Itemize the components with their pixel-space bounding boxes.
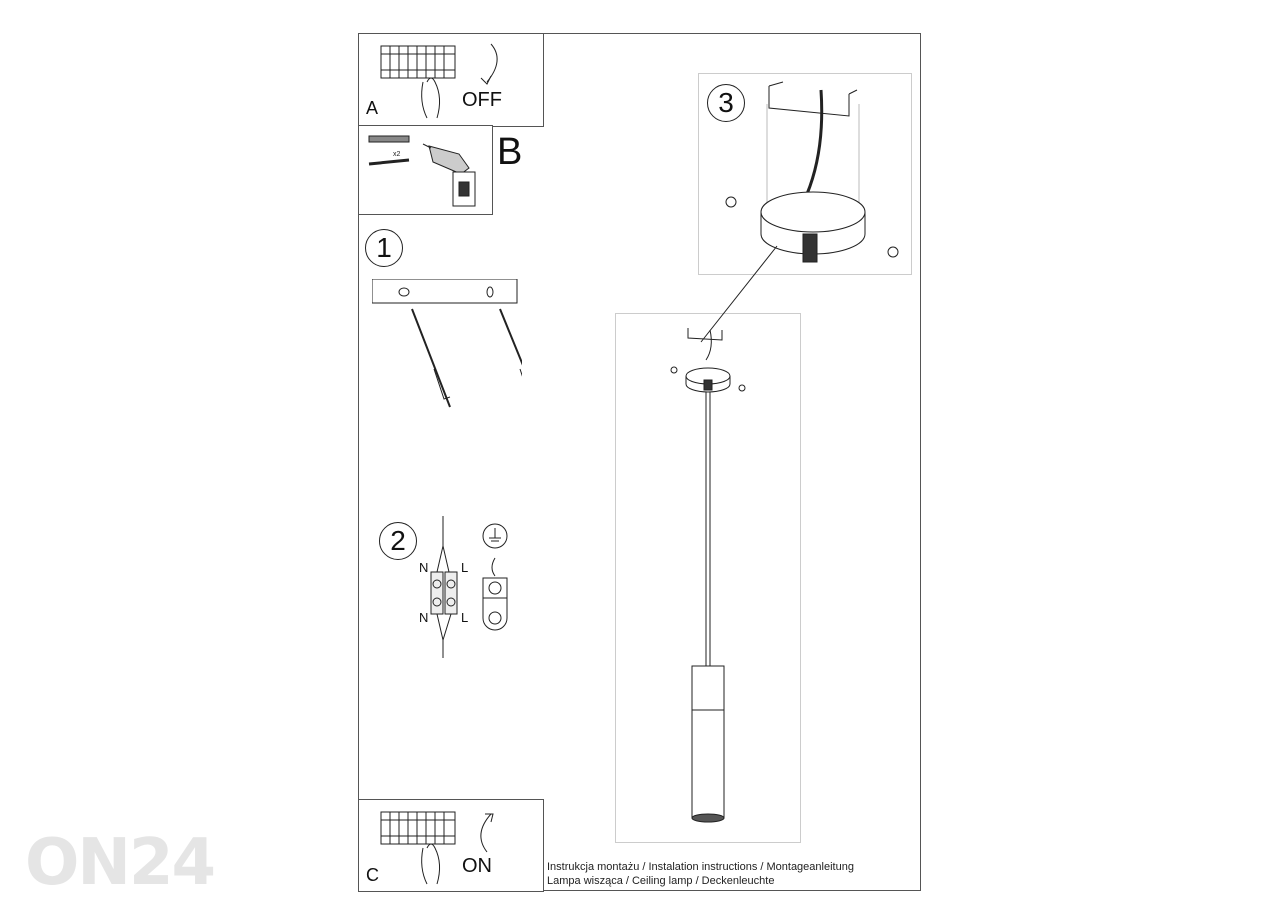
step-3-detail-panel: 3 [698,73,912,275]
panel-c-power-on: C ON [358,799,544,892]
wire-l-bottom-label: L [461,610,469,625]
panel-b-tools: x2 B [358,125,522,215]
pendant-lamp-drawing [670,328,746,823]
step-1-drilling-figure [372,279,522,414]
terminal-block-drawing [430,516,508,658]
breaker-off-icon [380,43,498,119]
detail-leader-line [700,245,778,343]
instruction-sheet: A OFF x2 B 1 [358,33,921,892]
panel-a-power-off: A OFF [358,33,544,127]
lamp-overview-panel [615,313,801,843]
step-3-marker: 3 [707,84,745,122]
wire-l-top-label: L [461,560,469,575]
panel-c-letter: C [366,865,379,885]
step-1-marker: 1 [365,229,403,267]
on-label: ON [462,855,492,877]
wall-plugs-drawing [372,279,522,408]
drill-and-dowels-icon: x2 [368,135,476,207]
step-2-wiring-figure: N L N L [417,516,517,658]
caption-product: Lampa wisząca / Ceiling lamp / Deckenleu… [547,875,775,887]
brand-watermark: ON24 [25,826,216,900]
wire-n-bottom-label: N [419,610,429,625]
wire-n-top-label: N [419,560,429,575]
step-2-marker: 2 [379,522,417,560]
dowel-qty-text: x2 [393,151,401,158]
canopy-bracket-drawing [725,81,899,263]
panel-b-letter: B [497,131,523,173]
breaker-on-icon [380,811,494,885]
panel-a-letter: A [366,98,379,118]
caption-instructions: Instrukcja montażu / Instalation instruc… [547,861,854,873]
off-label: OFF [462,89,502,111]
